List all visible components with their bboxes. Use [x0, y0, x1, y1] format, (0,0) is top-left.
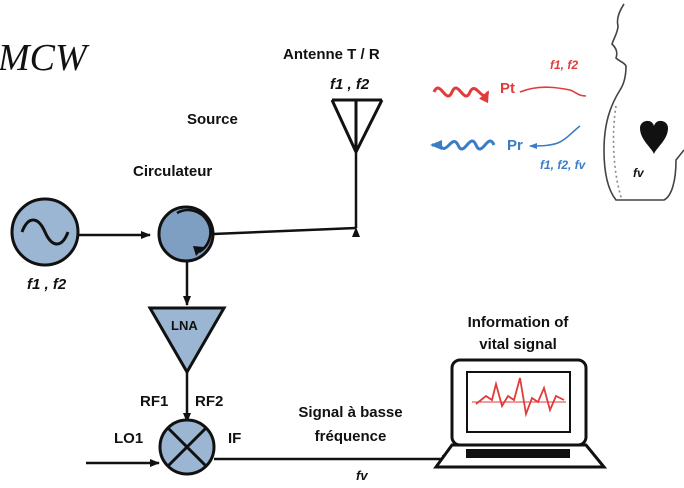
- transmit-wave-arrow: [432, 86, 490, 104]
- pr-pointer-curve: [529, 125, 581, 149]
- diagram-title: MCW: [0, 37, 87, 79]
- human-silhouette: [603, 3, 684, 201]
- circulator-label: Circulateur: [133, 163, 213, 180]
- circulator-to-antenna-line: [212, 226, 357, 236]
- rf2-label: RF2: [195, 393, 224, 410]
- source-freq-label: f1 , f2: [27, 276, 67, 293]
- lna-amplifier: [147, 306, 227, 375]
- info-label-line1: Information of: [467, 314, 569, 331]
- lo1-label: LO1: [114, 430, 144, 447]
- lna-label: LNA: [171, 318, 198, 333]
- fv-bottom-label: fv: [356, 468, 368, 483]
- circulator: [157, 205, 215, 263]
- info-label-line2: vital signal: [479, 336, 557, 353]
- if-label: IF: [228, 430, 242, 447]
- antenna-freq-label: f1 , f2: [330, 76, 370, 93]
- heart-fv-label: fv: [633, 166, 644, 180]
- pr-label: Pr: [507, 137, 523, 154]
- laptop-display: [433, 358, 608, 469]
- signal-label-line2: fréquence: [314, 428, 387, 445]
- receive-wave-arrow: [430, 139, 496, 151]
- antenna: [330, 98, 384, 153]
- antenna-label: Antenne T / R: [283, 46, 380, 63]
- rx-freq-label: f1, f2, fv: [540, 158, 586, 172]
- source-label: Source: [187, 111, 238, 128]
- rf1-label: RF1: [140, 393, 169, 410]
- tx-freq-label: f1, f2: [550, 58, 579, 72]
- mixer: [158, 418, 216, 476]
- signal-label-line1: Signal à basse: [298, 404, 403, 421]
- pt-label: Pt: [500, 80, 515, 97]
- pt-pointer-curve: [519, 86, 587, 97]
- source-oscillator: [10, 197, 80, 267]
